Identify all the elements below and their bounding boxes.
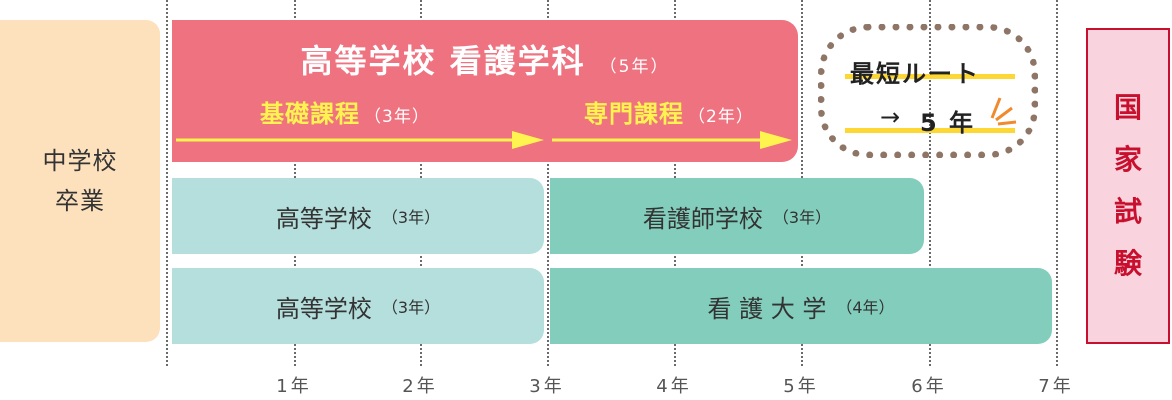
route-a-high-school: 高等学校 （3年） — [172, 178, 544, 254]
specialized-course-text: 専門課程 — [584, 100, 684, 128]
shortest-route-arrow: → — [880, 103, 903, 131]
five-year-title-years: （5年） — [599, 57, 670, 77]
route-a-high-school-years: （3年） — [381, 208, 441, 227]
year-label-3: 3年 — [529, 376, 565, 397]
year-label-1: 1年 — [276, 376, 312, 397]
route-a-nursing-school-text: 看護師学校 — [642, 204, 763, 233]
year-line-3 — [547, 0, 549, 366]
national-exam-char-2: 家 — [1113, 143, 1142, 176]
route-b-high-school: 高等学校 （3年） — [172, 268, 544, 344]
route-b-nursing-university: 看 護 大 学 （4年） — [550, 268, 1052, 344]
year-line-0 — [166, 0, 168, 366]
five-year-course-bar — [172, 20, 798, 162]
basic-course-years: （3年） — [364, 107, 430, 127]
shortest-route-underline-2 — [845, 128, 1015, 133]
route-a-nursing-school-years: （3年） — [772, 208, 832, 227]
route-b-high-school-years: （3年） — [381, 298, 441, 317]
route-b-nursing-university-years: （4年） — [836, 298, 895, 317]
basic-course-label: 基礎課程（3年） — [260, 94, 430, 129]
shortest-route-underline-1 — [845, 74, 1015, 79]
shortest-route-title: 最短ルート — [850, 60, 980, 88]
national-exam-box: 国 家 試 験 — [1086, 28, 1170, 344]
shortest-route-years: 5 年 — [920, 109, 976, 137]
route-a-high-school-text: 高等学校 — [275, 204, 372, 233]
national-exam-char-1: 国 — [1113, 91, 1142, 124]
basic-course-text: 基礎課程 — [260, 100, 360, 128]
year-label-7: 7年 — [1038, 376, 1074, 397]
junior-high-graduation: 中学校 卒業 — [0, 20, 160, 342]
year-label-4: 4年 — [656, 376, 692, 397]
national-exam-char-3: 試 — [1113, 195, 1142, 228]
start-line2: 卒業 — [55, 187, 105, 215]
emphasis-marks-icon — [990, 97, 1017, 126]
year-label-6: 6年 — [911, 376, 947, 397]
specialized-course-label: 専門課程（2年） — [584, 94, 754, 129]
shortest-route-callout — [818, 24, 1038, 158]
basic-course-arrowhead — [512, 131, 544, 149]
specialized-course-arrowhead — [760, 131, 792, 149]
start-line1: 中学校 — [42, 147, 118, 175]
route-b-high-school-text: 高等学校 — [275, 294, 372, 323]
year-label-5: 5年 — [783, 376, 819, 397]
year-line-7 — [1056, 0, 1058, 366]
year-label-2: 2年 — [402, 376, 438, 397]
route-b-nursing-university-text: 看 護 大 学 — [707, 294, 827, 323]
specialized-course-years: （2年） — [688, 107, 754, 127]
five-year-course-title: 高等学校 看護学科 （5年） — [172, 36, 798, 82]
five-year-title-text: 高等学校 看護学科 — [300, 42, 586, 80]
course-arrows — [176, 131, 792, 149]
year-line-6 — [929, 0, 931, 366]
national-exam-char-4: 験 — [1113, 247, 1142, 280]
route-a-nursing-school: 看護師学校 （3年） — [550, 178, 924, 254]
